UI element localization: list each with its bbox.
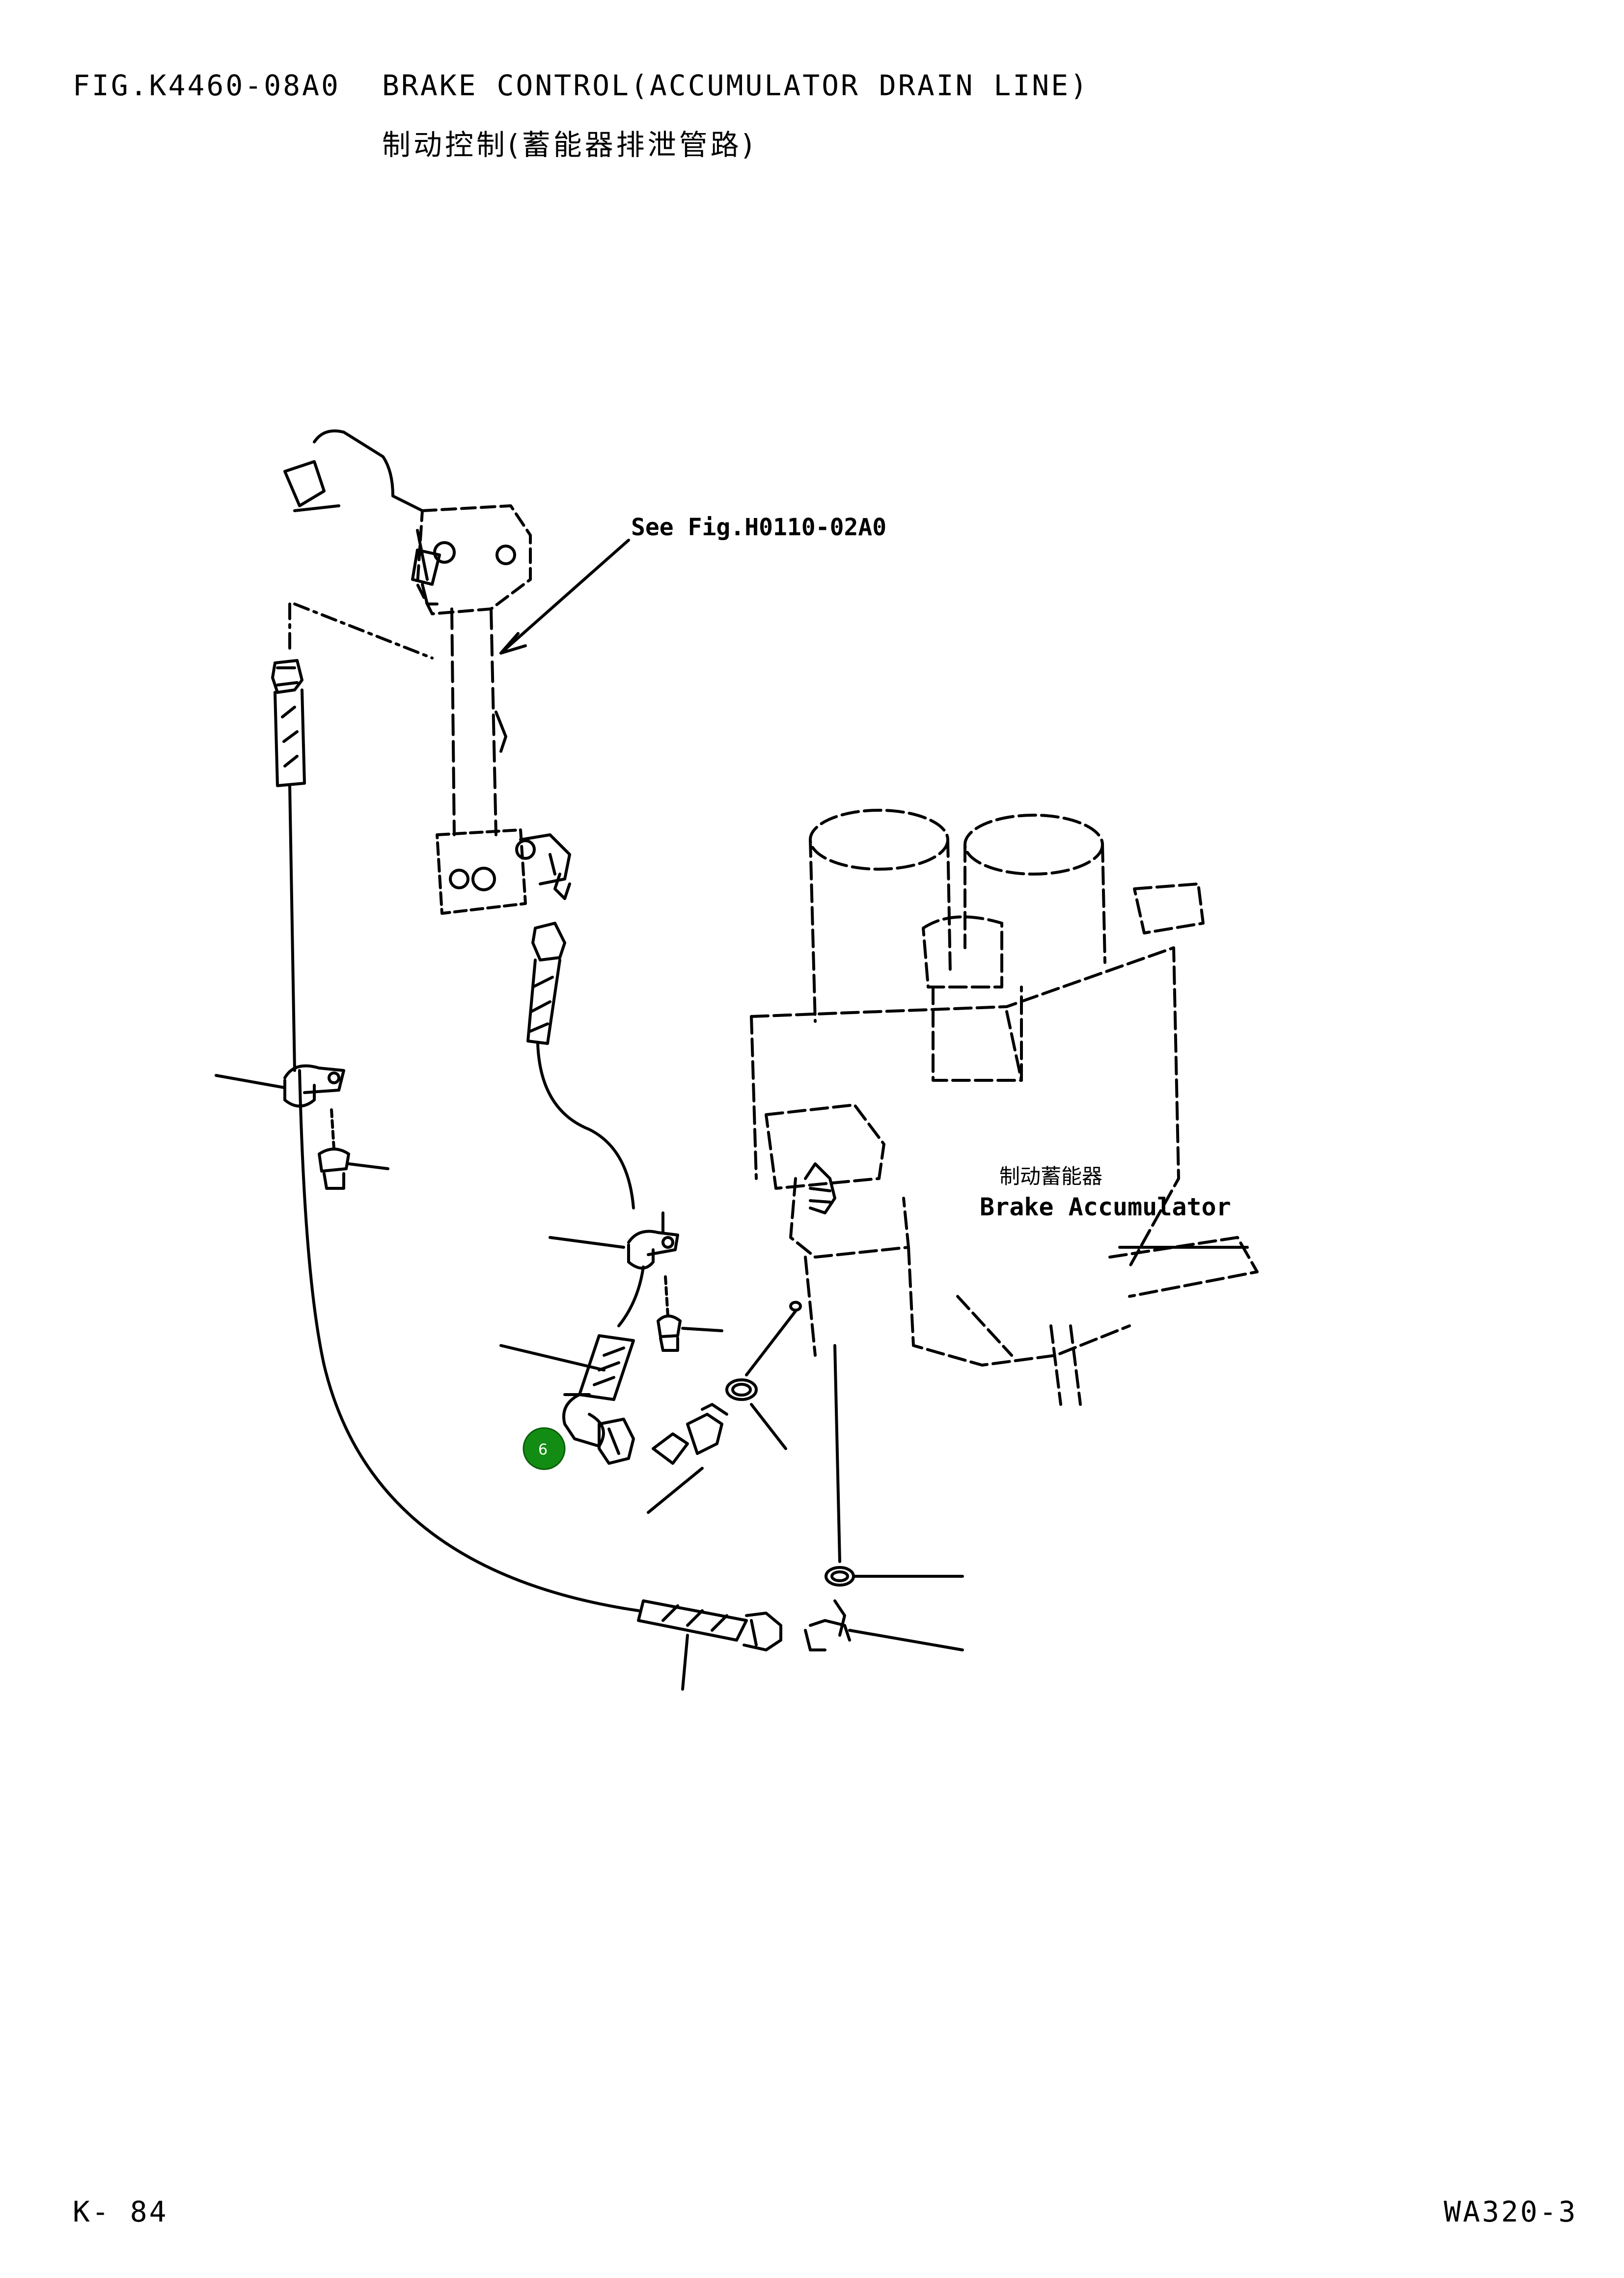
- o-ring-lower: [825, 1344, 964, 1587]
- upper-bracket-assembly: [283, 429, 571, 915]
- bottom-hose-fitting: [637, 1599, 964, 1691]
- short-hose-assembly: [499, 1334, 635, 1465]
- accumulator-label-chinese: 制动蓄能器: [999, 1164, 1102, 1188]
- figure-title-chinese: 制动控制(蓄能器排泄管路): [382, 128, 756, 162]
- lower-clamp: [549, 1211, 723, 1352]
- see-fig-label: See Fig.H0110-02A0: [631, 514, 886, 541]
- middle-drain-hose: [526, 922, 635, 1209]
- callout-marker[interactable]: [523, 1427, 566, 1470]
- valve-relief-fitting: [804, 1162, 836, 1214]
- callout-6[interactable]: 6: [523, 1427, 566, 1470]
- reference-line: [293, 603, 434, 659]
- left-clamp: [215, 1064, 389, 1190]
- callout-number: 6: [538, 1441, 548, 1458]
- page-number: K- 84: [73, 2195, 168, 2228]
- figure-title-english: BRAKE CONTROL(ACCUMULATOR DRAIN LINE): [382, 69, 1090, 102]
- left-drain-hose: [271, 659, 640, 1612]
- o-ring-upper: [725, 1301, 802, 1450]
- see-fig-arrow: [499, 539, 630, 655]
- brake-accumulator-assembly: [750, 809, 1259, 1406]
- machine-model: WA320-3: [1444, 2195, 1578, 2228]
- figure-number: FIG.K4460-08A0: [73, 69, 340, 102]
- elbow-fitting: [647, 1403, 728, 1514]
- accumulator-label-english: Brake Accumulator: [980, 1193, 1231, 1221]
